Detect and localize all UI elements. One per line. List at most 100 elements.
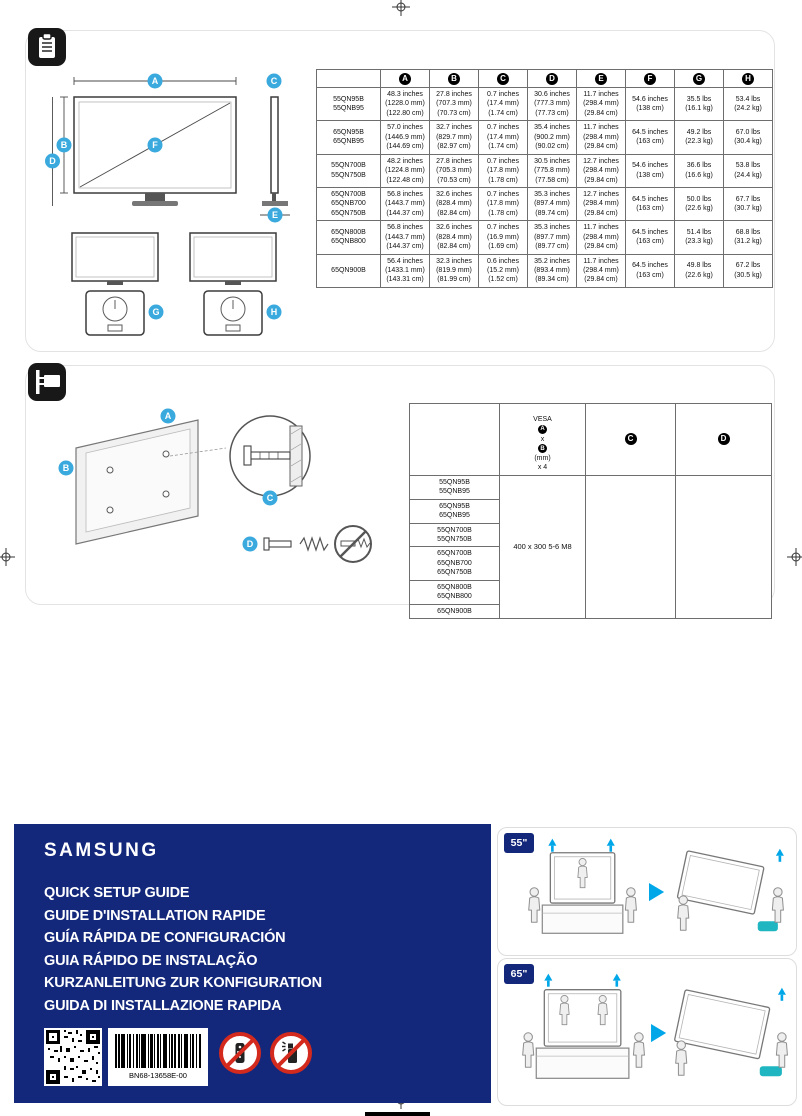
dim-cell: 0.7 inches (16.9 mm) (1.69 cm) [478,220,528,255]
vesa-c-circle: C [624,433,637,446]
table-row: 65QN800B 65QNB800 56.8 inches (1443.7 mm… [316,220,773,255]
guide-title-fr: GUIDE D'INSTALLATION RAPIDE [44,907,266,924]
dim-cell: 56.4 inches (1433.1 mm) (143.31 cm) [380,253,430,288]
col-header-f: F [625,69,675,88]
corner-pad [757,921,778,932]
col-header-a: A [380,69,430,88]
vesa-unit: (mm) [534,454,551,462]
dim-cell: 12.7 inches (298.4 mm) (29.84 cm) [576,153,626,188]
vesa-d-circle: D [717,433,730,446]
dim-cell: 35.3 inches (897.7 mm) (89.77 cm) [527,220,577,255]
table-row: 55QN700B 55QN750B 48.2 inches (1224.8 mm… [316,153,773,188]
dim-cell: 11.7 inches (298.4 mm) (29.84 cm) [576,253,626,288]
vesa-label-vertical: B [63,463,70,473]
vesa-spec-cell: 400 x 300 5-6 M8 [499,474,586,620]
table-row: 65QN900B 56.4 inches (1433.1 mm) (143.31… [316,253,773,288]
dim-cell: 27.8 inches (707.3 mm) (70.73 cm) [429,86,479,122]
dim-cell: 53.4 lbs (24.2 kg) [723,86,773,122]
vesa-count: x 4 [537,464,548,472]
wall-mount-section-badge [28,363,66,401]
col-header-d: D [527,69,577,88]
col-header-g-circle: G [693,72,705,85]
registration-mark-left [0,548,15,566]
vesa-label-screw: C [267,493,274,503]
col-header-d-circle: D [546,72,558,85]
print-color-bar [365,1112,430,1116]
no-remote-icon [219,1032,261,1074]
guide-titles: QUICK SETUP GUIDE GUIDE D'INSTALLATION R… [44,882,322,1017]
dim-cell: 30.6 inches (777.3 mm) (77.73 cm) [527,86,577,122]
branding-panel: SAMSUNG QUICK SETUP GUIDE GUIDE D'INSTAL… [14,824,491,1103]
guide-title-es: GUÍA RÁPIDA DE CONFIGURACIÓN [44,930,286,946]
dim-cell: 64.5 inches (163 cm) [625,253,675,288]
dimensions-section: A B D F C E [25,30,775,352]
dim-label-height-with-stand: D [49,156,56,166]
dim-cell: 51.4 lbs (23.3 kg) [674,220,724,255]
prohibition-badge-1 [218,1031,262,1075]
dim-label-weight: G [152,307,159,317]
table-row: 55QN700B 55QN750B [409,522,772,548]
spec-section-badge [28,28,66,66]
prohibition-badge-2 [269,1031,313,1075]
table-row: 55QN95B 55QNB95 48.3 inches (1228.0 mm) … [316,86,773,122]
wall-mount-section: A B C D [25,365,775,620]
table-row: 65QN700B 65QNB700 65QN750B [409,546,772,581]
registration-mark-top [392,0,410,16]
lift-illustration-65 [522,973,788,1079]
table-row: 65QN95B 65QNB95 [409,498,772,524]
dim-label-height: B [61,140,68,150]
col-header-g: G [674,69,724,88]
vesa-col-header-d: D [675,403,772,476]
vesa-d-cell [675,474,772,620]
dim-cell: 50.0 lbs (22.6 kg) [674,186,724,222]
dim-cell: 57.0 inches (1446.9 mm) (144.69 cm) [380,120,430,155]
dim-cell: 54.6 inches (138 cm) [625,86,675,122]
dim-cell: 35.5 lbs (16.1 kg) [674,86,724,122]
col-header-e: E [576,69,626,88]
vesa-spec-header: VESA A x B (mm) x 4 [499,403,586,476]
model-cell: 65QN900B [316,253,381,288]
guide-title-it: GUIDA DI INSTALLAZIONE RAPIDA [44,997,282,1014]
dimensions-table: A B C D E F G H 55QN95B 55QNB95 48.3 inc… [316,69,773,288]
barcode-text: BN68-13658E-00 [129,1071,187,1080]
spec-clipboard-icon [39,32,55,58]
wall-mount-diagram: A B C D [58,408,372,563]
barcode-bars [115,1034,201,1068]
model-cell: 65QN95B 65QNB95 [316,120,381,155]
dim-cell: 0.7 inches (17.8 mm) (1.78 cm) [478,153,528,188]
guide-title-de: KURZANLEITUNG ZUR KONFIGURATION [44,975,322,991]
vesa-times: x [540,435,545,443]
dim-cell: 67.7 lbs (30.7 kg) [723,186,773,222]
dim-label-packed-weight: H [271,307,278,317]
dim-label-stand-depth: E [272,210,278,220]
barcode: BN68-13658E-00 [108,1028,208,1086]
dim-cell: 0.7 inches (17.8 mm) (1.78 cm) [478,186,528,222]
dim-label-screen-size: F [152,140,158,150]
vesa-c-cell [585,474,676,620]
dim-cell: 32.6 inches (828.4 mm) (82.84 cm) [429,186,479,222]
col-header-h-circle: H [742,72,754,85]
size-label-65: 65" [504,964,534,984]
wall-mount-icon [36,370,60,394]
col-header-h: H [723,69,773,88]
guide-title-pt: GUIA RÁPIDO DE INSTALAÇÃO [44,952,258,969]
vesa-col-header-c: C [585,403,676,476]
vesa-word: VESA [533,416,552,424]
dim-cell: 35.3 inches (897.4 mm) (89.74 cm) [527,186,577,222]
dim-cell: 12.7 inches (298.4 mm) (29.84 cm) [576,186,626,222]
dim-cell: 48.3 inches (1228.0 mm) (122.80 cm) [380,86,430,122]
dim-cell: 35.4 inches (900.2 mm) (90.02 cm) [527,120,577,155]
vesa-label-screw-length: D [247,539,254,549]
unboxing-illustration [528,838,637,934]
dim-cell: 35.2 inches (893.4 mm) (89.34 cm) [527,253,577,288]
dim-cell: 36.6 lbs (16.6 kg) [674,153,724,188]
dim-cell: 0.7 inches (17.4 mm) (1.74 cm) [478,86,528,122]
col-header-c: C [478,69,528,88]
dim-cell: 49.8 lbs (22.6 kg) [674,253,724,288]
col-header-a-circle: A [399,72,411,85]
carrying-illustration [674,987,788,1077]
lift-illustration-55 [528,838,784,934]
table-row: 65QN800B 65QNB800 [409,579,772,605]
guide-title-en: QUICK SETUP GUIDE [44,885,190,901]
dim-label-depth: C [271,76,278,86]
